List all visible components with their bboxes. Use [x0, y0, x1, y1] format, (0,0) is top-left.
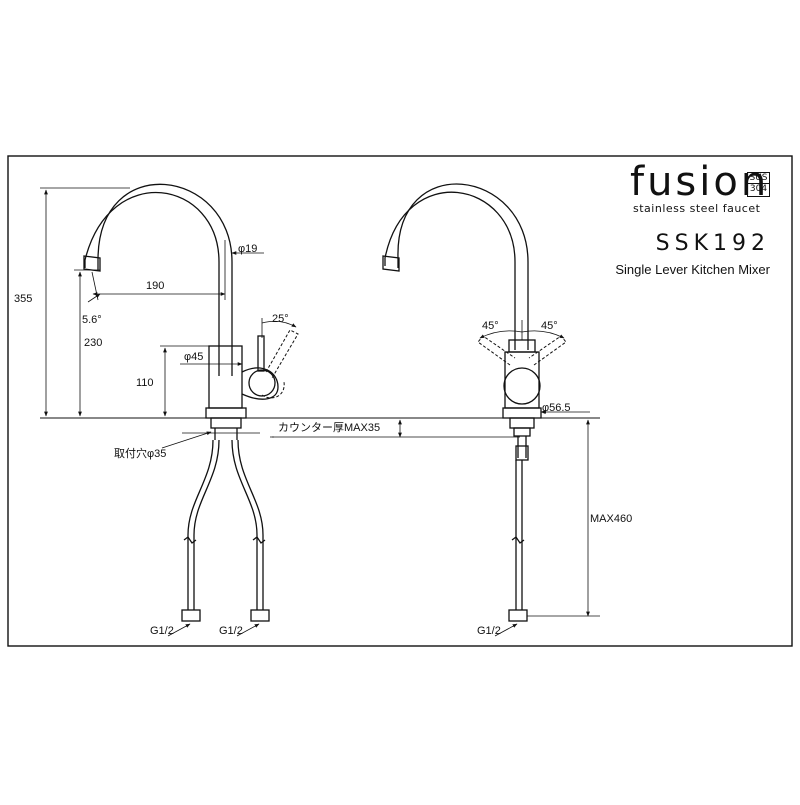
side-view-faucet: [83, 183, 279, 622]
dim-phi565-label: φ56.5: [542, 402, 571, 414]
dim-counter-label: カウンター厚MAX35: [278, 421, 380, 434]
dim-phi19-label: φ19: [238, 243, 257, 255]
sus-grade: 304: [749, 184, 768, 194]
dim-25deg-label: 25°: [272, 313, 289, 325]
sus-label: SUS: [748, 173, 769, 184]
dim-phi35-line: [161, 431, 212, 449]
drawing-frame: [7, 155, 793, 647]
front-view-faucet: [382, 183, 542, 622]
fitting-right-label: G1/2: [477, 625, 501, 637]
sus304-badge: SUS 304: [747, 172, 770, 197]
dim-45deg-left-arc: [479, 330, 523, 339]
dim-355-label: 355: [14, 293, 32, 305]
dim-230-label: 230: [84, 337, 102, 349]
dim-45deg-right-label: 45°: [541, 320, 558, 332]
dim-max460-label: MAX460: [590, 513, 632, 525]
dim-56deg-label: 5.6°: [82, 314, 102, 326]
brand-tagline: stainless steel faucet: [633, 202, 761, 215]
dim-phi35-label: 取付穴φ35: [114, 446, 166, 460]
fitting-left-2-label: G1/2: [219, 625, 243, 637]
brand-name: fusion: [630, 159, 770, 205]
dim-110-label: 110: [136, 377, 154, 389]
model-description: Single Lever Kitchen Mixer: [615, 262, 770, 277]
lever-swing-outline: [261, 329, 299, 399]
fitting-left-1-label: G1/2: [150, 625, 174, 637]
dim-45deg-left-label: 45°: [482, 320, 499, 332]
front-lever-swing: [477, 335, 567, 366]
dim-190-label: 190: [146, 280, 164, 292]
model-number: SSK192: [655, 231, 770, 256]
dim-25deg-arc: [261, 320, 297, 328]
dim-phi45-label: φ45: [184, 351, 203, 363]
dim-45deg-right-arc: [521, 330, 565, 339]
